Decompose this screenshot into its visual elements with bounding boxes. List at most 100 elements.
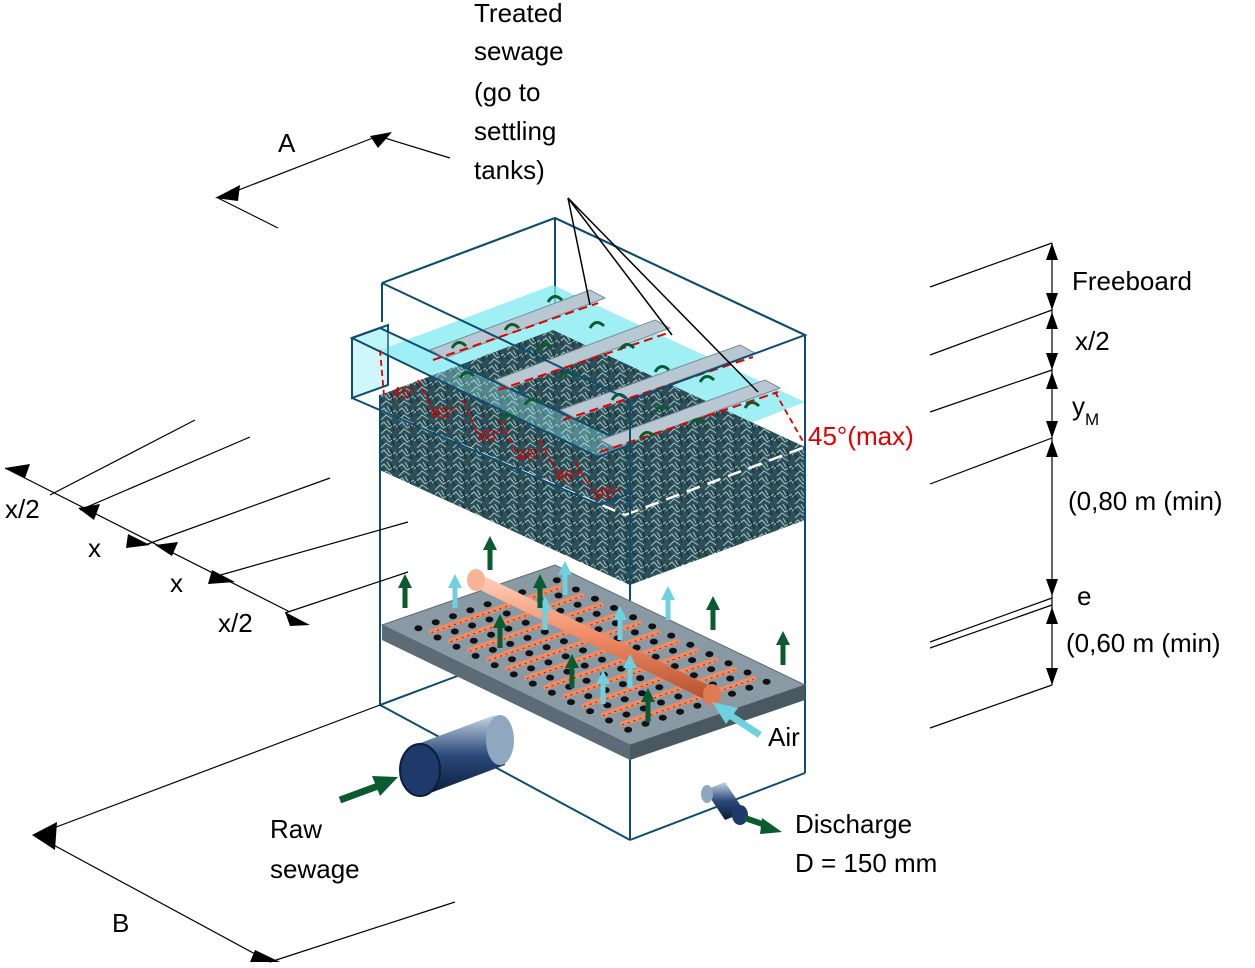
- section-b-label: B: [112, 908, 129, 938]
- plate-hole: [540, 628, 549, 635]
- svg-text:tanks): tanks): [474, 155, 545, 185]
- svg-text:45°: 45°: [478, 428, 502, 445]
- rising-arrow-head: [776, 631, 790, 645]
- plate-hole: [648, 623, 657, 630]
- rising-arrow-head: [623, 654, 637, 668]
- plate-hole: [523, 634, 532, 641]
- plate-hole: [527, 665, 536, 672]
- svg-text:Raw: Raw: [270, 814, 322, 844]
- lateral-pipe: [581, 657, 718, 708]
- lateral-orifices: [602, 669, 735, 717]
- svg-text:sewage: sewage: [270, 854, 360, 884]
- plate-hole: [509, 671, 518, 678]
- plate-hole: [580, 662, 589, 669]
- left-dimension-arrows: [5, 464, 310, 626]
- plate-hole: [554, 592, 563, 599]
- plate-hole: [610, 604, 618, 611]
- plate-hole: [638, 690, 646, 697]
- svg-text:settling: settling: [474, 116, 556, 146]
- plate-hole: [506, 640, 515, 647]
- plate-hole: [622, 711, 631, 718]
- rising-arrow-head: [533, 574, 547, 588]
- plate-hole: [667, 632, 676, 639]
- lateral-orifices: [545, 641, 678, 689]
- aeration-plate: [380, 564, 807, 760]
- rising-arrow-head: [493, 614, 507, 628]
- e-label: e: [1077, 581, 1091, 611]
- plate-hole: [630, 629, 639, 636]
- lateral-pipe: [543, 638, 680, 690]
- dim-x-1: x: [88, 533, 101, 563]
- lateral-pipe: [600, 666, 738, 718]
- plate-hole: [573, 601, 582, 608]
- plate-hole: [629, 614, 638, 621]
- svg-text:D = 150 mm: D = 150 mm: [795, 848, 937, 878]
- plate-hole: [483, 601, 492, 608]
- rising-arrows: [398, 536, 790, 722]
- section-a-arrow-left: [215, 185, 240, 201]
- air-inlet-arrow[interactable]: [712, 702, 762, 738]
- plate-hole: [592, 610, 601, 617]
- plate-hole: [469, 637, 478, 644]
- plate-hole: [598, 656, 606, 663]
- rising-arrow-head: [613, 606, 627, 620]
- plate-hole: [449, 613, 457, 620]
- plate-hole: [521, 619, 530, 626]
- svg-text:45°: 45°: [392, 385, 416, 402]
- plate-hole: [502, 610, 511, 617]
- plate-hole: [618, 681, 627, 688]
- lateral-orifices: [450, 595, 583, 643]
- bottom-depth-label: (0,60 m (min): [1066, 628, 1221, 658]
- leader-lines: [567, 197, 759, 393]
- svg-text:45°: 45°: [432, 405, 456, 422]
- plate-hole: [617, 665, 626, 672]
- plate-hole: [579, 647, 587, 654]
- filter-media: [379, 330, 806, 585]
- angle-lines: [379, 349, 806, 501]
- plate-hole: [450, 628, 459, 635]
- svg-text:Discharge: Discharge: [795, 809, 912, 839]
- discharge-label: Discharge D = 150 mm: [795, 809, 937, 878]
- rising-arrow-head: [596, 670, 610, 684]
- plate-hole: [620, 696, 629, 703]
- lateral-orifices: [488, 614, 621, 661]
- svg-text:45°: 45°: [556, 468, 580, 485]
- trough: [493, 319, 672, 391]
- plate-hole: [686, 641, 695, 648]
- plate-hole: [743, 669, 752, 676]
- discharge-arrow: [744, 815, 782, 834]
- plate-hole: [488, 646, 497, 653]
- plate-hole: [414, 625, 423, 632]
- plate-hole: [561, 653, 570, 660]
- plate-hole: [544, 659, 553, 666]
- freeboard-label: Freeboard: [1072, 266, 1192, 296]
- right-dimensions: [929, 242, 1053, 729]
- right-dimension-arrows: [1046, 243, 1058, 685]
- plate-hole: [693, 702, 702, 709]
- section-a-arrow-right: [370, 132, 392, 148]
- lateral-orifices: [526, 632, 659, 680]
- section-b-arrow-right: [250, 950, 280, 962]
- raw-sewage-label: Raw sewage: [270, 814, 360, 884]
- rising-arrow-head: [483, 536, 497, 550]
- lateral-orifices: [564, 651, 697, 698]
- plate-hole: [707, 666, 716, 673]
- plate-hole: [468, 622, 477, 629]
- air-label: Air: [768, 722, 800, 752]
- plate-hole: [586, 708, 595, 715]
- plate-hole: [674, 693, 683, 700]
- plate-hole: [594, 626, 603, 633]
- rising-arrow-head: [448, 574, 462, 588]
- raw-sewage-arrow: [338, 776, 398, 804]
- plate-hole: [745, 684, 754, 691]
- plate-hole: [724, 660, 733, 667]
- plate-hole: [670, 663, 679, 670]
- plate-hole: [649, 638, 658, 645]
- plate-hole: [669, 647, 677, 654]
- section-b-arrow-left: [32, 822, 57, 850]
- media-depth-label: (0,80 m (min): [1068, 486, 1223, 516]
- dim-x-half-1: x/2: [5, 494, 40, 524]
- y-m-label: yM: [1072, 391, 1099, 429]
- plate-hole: [762, 678, 771, 685]
